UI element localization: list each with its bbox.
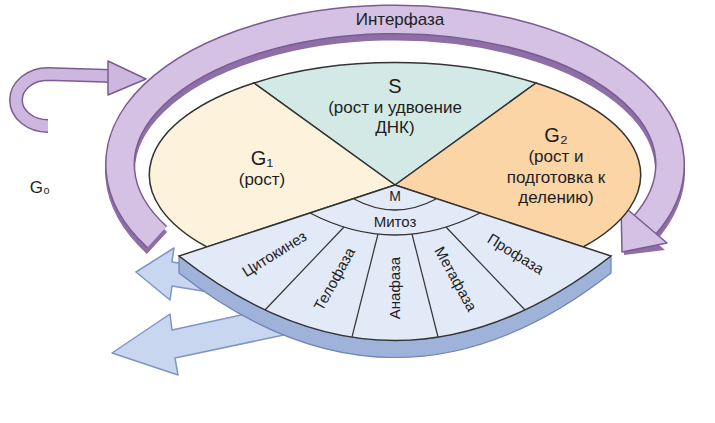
phase-title: M [389, 188, 401, 205]
phase-title: Профаза [484, 229, 547, 278]
phase-node: Анафаза [386, 257, 404, 319]
mitosis-arc [310, 213, 480, 235]
phase-title: Метафаза [430, 244, 480, 315]
phase-node: Цитокинез [239, 227, 310, 281]
phase-description: (рост и удвоение ДНК) [310, 98, 480, 139]
phase-node: Профаза [484, 229, 547, 278]
phase-title: G₂ [495, 123, 617, 147]
phase-title: Интерфаза [315, 10, 485, 30]
g0-loop [16, 74, 112, 126]
phase-divider [352, 234, 378, 337]
g2-phase-node: G₂(рост и подготовка к делению) [495, 123, 617, 208]
phase-description: (рост и подготовка к делению) [495, 147, 617, 208]
phase-title: Телофаза [310, 245, 359, 314]
s-phase-node: S(рост и удвоение ДНК) [310, 74, 480, 139]
g1-phase-node: G₁(рост) [202, 146, 322, 190]
phase-description: (рост) [202, 170, 322, 190]
g0-arrowhead [108, 61, 146, 95]
phase-title: S [310, 74, 480, 98]
phase-title: Цитокинез [239, 227, 310, 281]
phase-title: G₁ [202, 146, 322, 170]
mitosis-node: M МитозЦитокинезТелофаза Анафаза МетафазаПр… [165, 185, 625, 360]
mitosis-wedge [179, 185, 611, 341]
phase-description: Митоз [374, 213, 417, 231]
phase-node: Метафаза [430, 244, 480, 315]
phase-node: Телофаза [310, 245, 359, 314]
g0-loop-outline [16, 74, 112, 126]
interphase-node: Интерфаза [315, 10, 485, 30]
phase-label: G₀ [30, 178, 50, 198]
phase-title: Анафаза [386, 257, 404, 319]
